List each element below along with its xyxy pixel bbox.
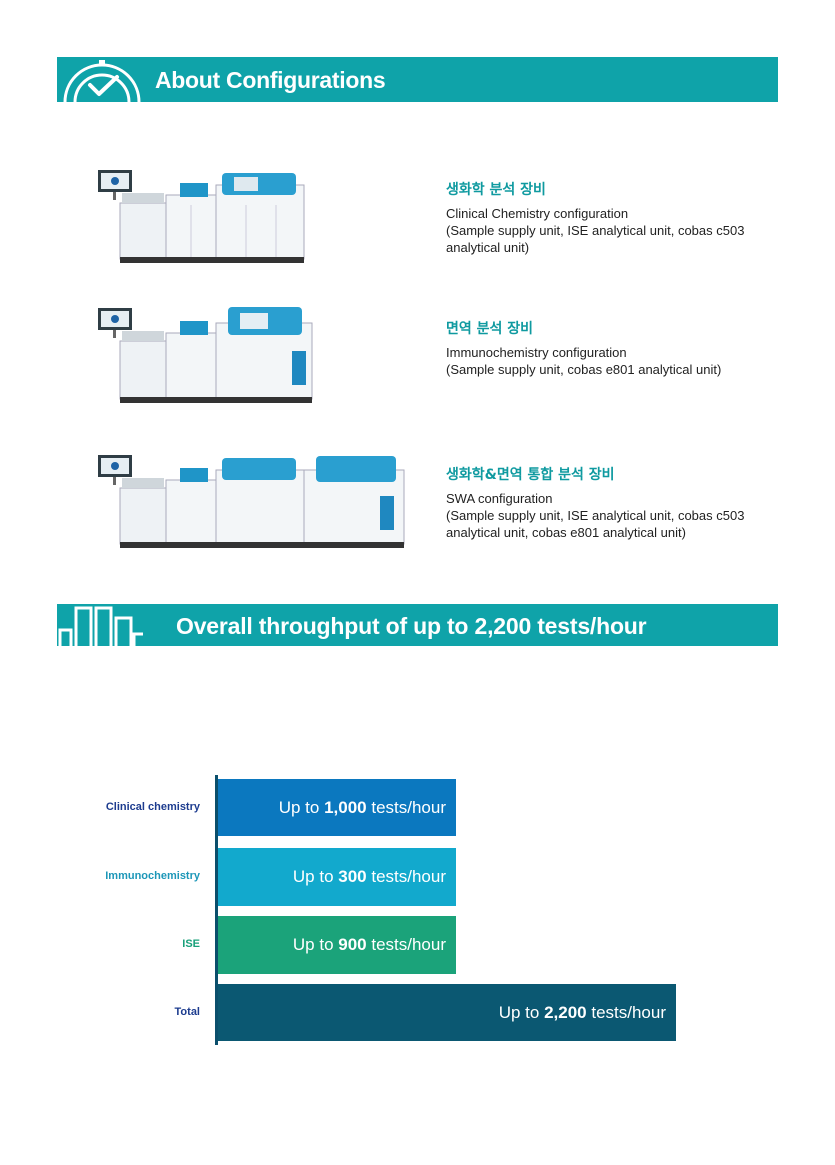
throughput-bar: Up to 1,000 tests/hour	[218, 779, 456, 836]
category-label: Clinical chemistry	[105, 800, 200, 813]
config-clinical-chemistry: 생화학 분석 장비 Clinical Chemistry configurati…	[446, 179, 766, 256]
throughput-banner: Overall throughput of up to 2,200 tests/…	[57, 604, 778, 646]
clinical-chemistry-analyzer-image	[98, 170, 305, 263]
bar-label-suffix: tests/hour	[586, 1002, 666, 1022]
bar-label-prefix: Up to	[292, 935, 339, 954]
throughput-bar: Up to 2,200 tests/hour	[218, 984, 676, 1041]
category-label: Immunochemistry	[105, 870, 200, 882]
config-title-en: SWA configuration	[446, 491, 553, 506]
throughput-bar: Up to 900 tests/hour	[218, 916, 456, 974]
immunochemistry-analyzer-image	[98, 307, 313, 403]
config-units: (Sample supply unit, ISE analytical unit…	[446, 223, 745, 255]
throughput-bars-icon	[58, 606, 143, 646]
bar-label-prefix: Up to	[292, 867, 339, 886]
config-units: (Sample supply unit, cobas e801 analytic…	[446, 362, 722, 377]
bar-value-label: 300	[338, 867, 367, 886]
swa-analyzer-image	[98, 455, 405, 548]
bar-label-suffix: tests/hour	[366, 867, 446, 886]
bar-value-label: 1,000	[324, 797, 367, 817]
section-title: About Configurations	[155, 67, 386, 93]
bar-label-prefix: Up to	[278, 797, 325, 817]
throughput-bar: Up to 300 tests/hour	[218, 848, 456, 906]
config-title-en: Clinical Chemistry configuration	[446, 206, 629, 221]
config-units: (Sample supply unit, ISE analytical unit…	[446, 508, 745, 540]
config-title-ko: 면역 분석 장비	[446, 321, 534, 337]
category-label: Total	[174, 1005, 200, 1018]
bar-label-suffix: tests/hour	[366, 797, 446, 817]
bar-value-label: 2,200	[544, 1002, 587, 1022]
bar-label-suffix: tests/hour	[366, 935, 446, 954]
config-title-ko: 생화학&면역 통합 분석 장비	[446, 467, 615, 483]
clock-check-icon	[63, 60, 141, 102]
section-title: Overall throughput of up to 2,200 tests/…	[176, 613, 647, 639]
chart-axis-line	[215, 775, 218, 1045]
config-immunochemistry: 면역 분석 장비 Immunochemistry configuration (…	[446, 318, 766, 378]
bar-label-prefix: Up to	[498, 1002, 545, 1022]
config-title-ko: 생화학 분석 장비	[446, 182, 546, 198]
category-label: ISE	[182, 938, 200, 950]
about-configurations-banner: About Configurations	[57, 57, 778, 102]
config-swa: 생화학&면역 통합 분석 장비 SWA configuration (Sampl…	[446, 464, 766, 541]
bar-value-label: 900	[338, 935, 367, 954]
config-title-en: Immunochemistry configuration	[446, 345, 627, 360]
